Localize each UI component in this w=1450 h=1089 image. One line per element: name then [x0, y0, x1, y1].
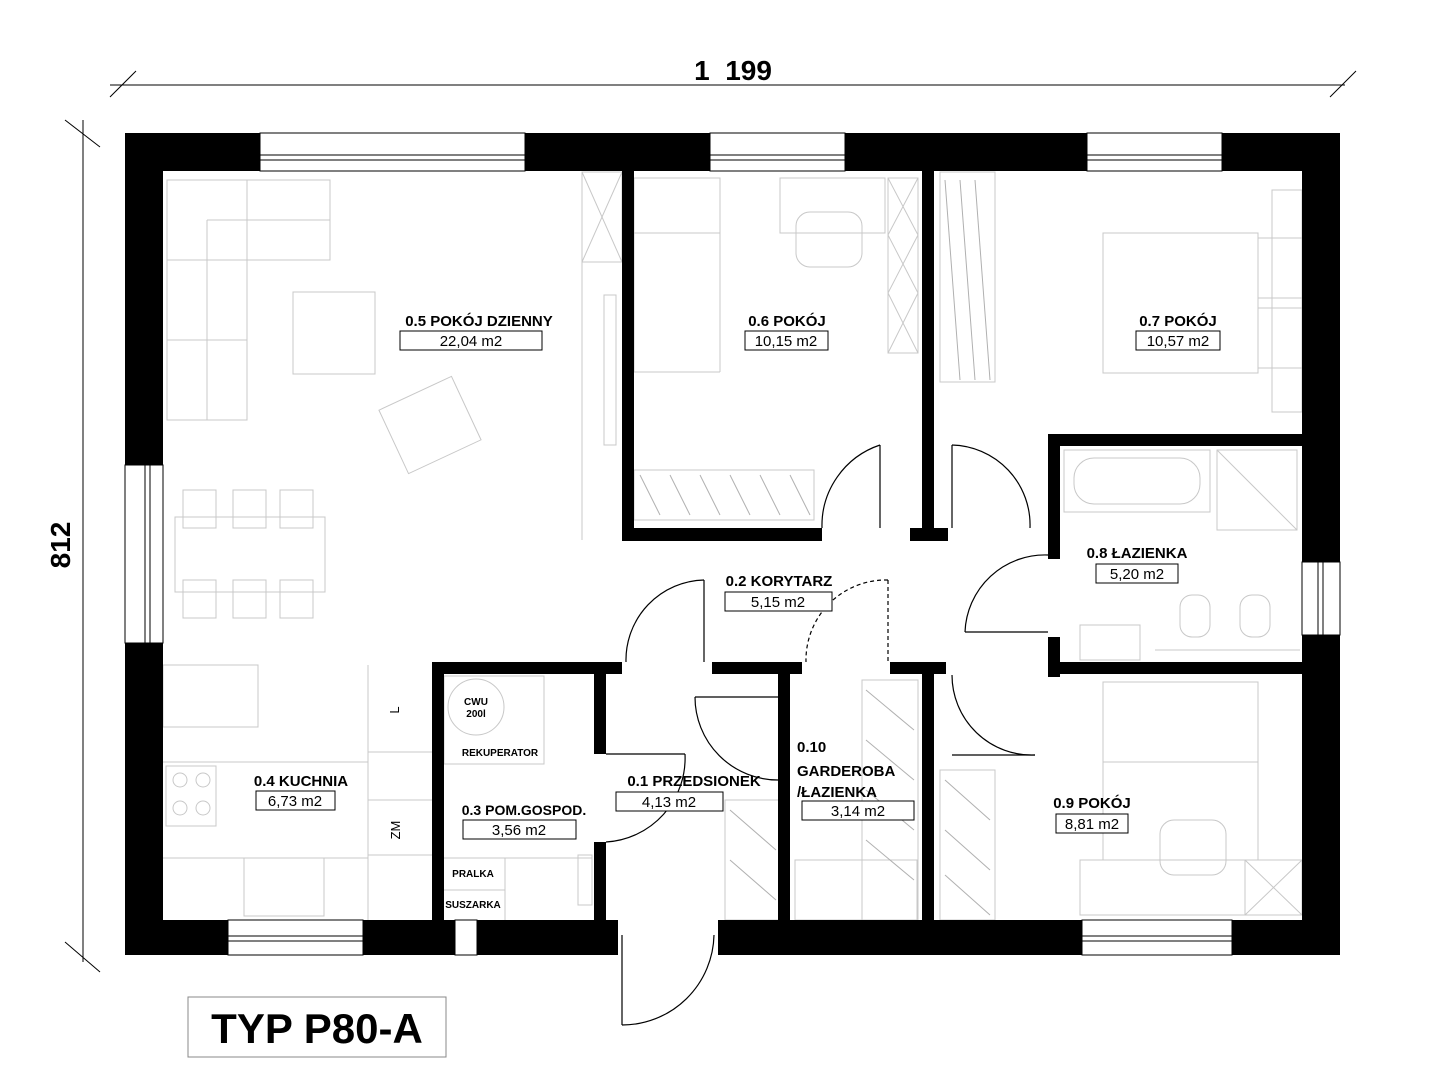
plan-title: TYP P80-A: [211, 1005, 423, 1052]
room-area: 10,15 m2: [755, 333, 818, 350]
room-area: 8,81 m2: [1065, 816, 1119, 833]
room-area: 6,73 m2: [268, 793, 322, 810]
furniture: [162, 171, 1304, 921]
title-box: [187, 996, 447, 1058]
cwu-capacity-label: 200l: [466, 709, 486, 720]
room-0.5: 0.5 POKÓJ DZIENNY 22,04 m2: [399, 312, 553, 351]
room-name-line2: GARDEROBA: [797, 763, 896, 780]
room-area: 22,04 m2: [440, 333, 503, 350]
zm-label: ZM: [388, 821, 403, 840]
room-name-line1: 0.10: [797, 739, 826, 756]
windows: [124, 132, 1341, 956]
room-0.10: 0.10 GARDEROBA /ŁAZIENKA 3,14 m2: [797, 739, 915, 821]
room-name: 0.3 POM.GOSPOD.: [462, 802, 586, 818]
room-area: 3,14 m2: [831, 803, 885, 820]
room-0.7: 0.7 POKÓJ 10,57 m2: [1135, 312, 1221, 351]
room-name: 0.6 POKÓJ: [748, 312, 826, 330]
room-name: 0.2 KORYTARZ: [726, 573, 833, 590]
room-name: 0.1 PRZEDSIONEK: [627, 773, 761, 790]
room-name: 0.8 ŁAZIENKA: [1087, 545, 1188, 562]
room-area: 5,15 m2: [751, 594, 805, 611]
wardrobe-hatching: [639, 179, 991, 916]
pralka-label: PRALKA: [452, 869, 494, 880]
room-0.4: 0.4 KUCHNIA 6,73 m2: [254, 773, 348, 811]
room-0.2: 0.2 KORYTARZ 5,15 m2: [724, 573, 833, 612]
room-name-line3: /ŁAZIENKA: [797, 784, 877, 801]
height-dimension: 812: [45, 522, 76, 569]
walls: [125, 133, 1340, 955]
room-area: 10,57 m2: [1147, 333, 1210, 350]
cwu-label: CWU: [464, 697, 488, 708]
suszarka-label: SUSZARKA: [445, 900, 501, 911]
dimension-lines: [64, 70, 1357, 973]
room-name: 0.9 POKÓJ: [1053, 794, 1131, 812]
room-0.1: 0.1 PRZEDSIONEK 4,13 m2: [615, 773, 761, 812]
room-area: 5,20 m2: [1110, 566, 1164, 583]
room-name: 0.4 KUCHNIA: [254, 773, 348, 790]
room-area: 3,56 m2: [492, 822, 546, 839]
l-label: L: [387, 706, 402, 713]
room-0.3: 0.3 POM.GOSPOD. 3,56 m2: [462, 802, 586, 840]
room-0.8: 0.8 ŁAZIENKA 5,20 m2: [1087, 545, 1188, 584]
room-name: 0.7 POKÓJ: [1139, 312, 1217, 330]
rekuperator-label: REKUPERATOR: [462, 748, 539, 759]
room-0.9: 0.9 POKÓJ 8,81 m2: [1053, 794, 1131, 834]
width-dimension: 1 199: [694, 55, 772, 86]
doors: [605, 444, 1049, 1026]
room-area: 4,13 m2: [642, 794, 696, 811]
room-0.6: 0.6 POKÓJ 10,15 m2: [744, 312, 829, 351]
room-name: 0.5 POKÓJ DZIENNY: [405, 312, 553, 330]
